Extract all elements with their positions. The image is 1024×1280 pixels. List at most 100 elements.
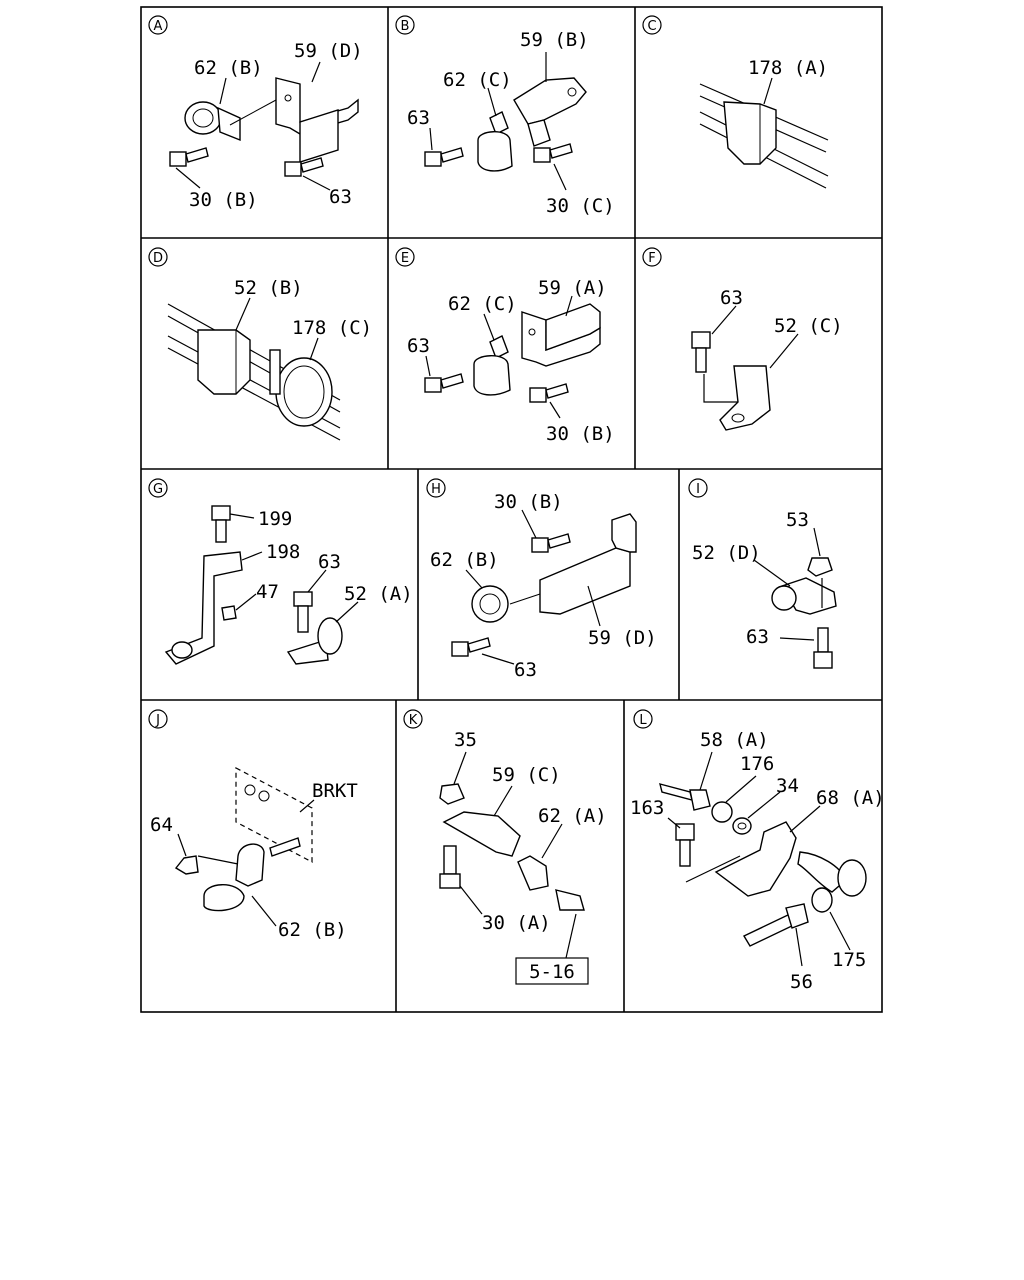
- bracket-59d: [539, 547, 631, 615]
- panel-l-letter: L: [639, 713, 647, 728]
- bracket-59d-leg: [299, 109, 339, 163]
- label-198: 198: [266, 541, 300, 563]
- bolt-63: [813, 627, 833, 669]
- label-53: 53: [786, 509, 809, 531]
- panel-c: C 178 (A): [642, 15, 829, 189]
- bracket-198: [164, 551, 243, 665]
- panel-a-letter: A: [154, 19, 163, 34]
- bolt-63: [424, 373, 464, 393]
- label-62c: 62 (C): [443, 69, 512, 91]
- bracket-68a: [714, 821, 797, 897]
- panel-k-marker: [403, 709, 423, 729]
- label-62c: 62 (C): [448, 293, 517, 315]
- label-63: 63: [407, 335, 430, 357]
- label-62b: 62 (B): [194, 57, 263, 79]
- clamp-52b: [197, 329, 251, 395]
- label-63: 63: [329, 186, 352, 208]
- bolt-63: [284, 157, 324, 177]
- washer-34: [732, 817, 752, 835]
- bolt-30c: [533, 143, 573, 163]
- clip-62c: [489, 111, 509, 135]
- panel-b-letter: B: [401, 19, 410, 34]
- nut-53: [807, 557, 833, 577]
- label-58a: 58 (A): [700, 729, 769, 751]
- panel-i: I 53 52 (D) 63: [688, 478, 837, 669]
- nut-47: [221, 605, 237, 621]
- bolt-63: [424, 147, 464, 167]
- panel-d-marker: [148, 247, 168, 267]
- rubber-clamp-62b: [471, 585, 509, 623]
- diagram-grid: [140, 6, 883, 1013]
- panel-l-marker: [633, 709, 653, 729]
- label-47: 47: [256, 581, 279, 603]
- label-52a: 52 (A): [344, 583, 413, 605]
- label-175: 175: [832, 949, 866, 971]
- label-62a: 62 (A): [538, 805, 607, 827]
- label-68a: 68 (A): [816, 787, 885, 809]
- panel-h: H 30 (B) 62 (B) 59 (D) 63: [426, 478, 657, 681]
- reference-link[interactable]: 5-16: [529, 961, 575, 983]
- label-34: 34: [776, 775, 799, 797]
- nut-64: [174, 855, 199, 875]
- bracket-brkt: [235, 767, 313, 863]
- label-52b: 52 (B): [234, 277, 303, 299]
- bolt-63: [293, 591, 313, 633]
- panel-e-letter: E: [401, 251, 409, 266]
- panel-h-marker: [426, 478, 446, 498]
- label-35: 35: [454, 729, 477, 751]
- panel-g: G 199 198 63 47 52 (A): [148, 478, 413, 665]
- pipe-56: [743, 913, 797, 947]
- label-30a: 30 (A): [482, 912, 551, 934]
- washer-176: [711, 801, 733, 823]
- panel-a: A 62 (B) 59 (D) 30 (B) 63: [148, 15, 363, 211]
- label-brkt: BRKT: [312, 780, 358, 802]
- panel-d-letter: D: [153, 251, 163, 266]
- label-63: 63: [318, 551, 341, 573]
- panel-j-letter: J: [155, 713, 160, 728]
- panel-f-marker: [642, 247, 662, 267]
- label-52c: 52 (C): [774, 315, 843, 337]
- panel-c-marker: [642, 15, 662, 35]
- fitting-58a: [659, 783, 693, 801]
- bolt-30b: [529, 383, 569, 403]
- bolt-stud: [269, 837, 301, 857]
- panel-b: B 59 (B) 62 (C) 63 30 (C): [395, 15, 615, 217]
- label-163: 163: [630, 797, 664, 819]
- label-178a: 178 (A): [748, 57, 828, 79]
- bolt-30a: [439, 845, 461, 889]
- label-63: 63: [407, 107, 430, 129]
- label-30c: 30 (C): [546, 195, 615, 217]
- bolt-163: [675, 823, 695, 867]
- panel-c-letter: C: [647, 19, 656, 34]
- clip-52c: [719, 365, 771, 431]
- clamp-178a: [723, 101, 777, 165]
- bolt-63: [451, 637, 491, 657]
- label-62b: 62 (B): [430, 549, 499, 571]
- panel-h-letter: H: [431, 482, 441, 497]
- panel-i-letter: I: [696, 482, 700, 497]
- panel-d: D 52 (B) 178 (C): [148, 247, 372, 441]
- label-52d: 52 (D): [692, 542, 761, 564]
- panel-g-letter: G: [153, 482, 163, 497]
- label-59d: 59 (D): [588, 627, 657, 649]
- bolt-30b: [531, 533, 571, 553]
- panel-b-marker: [395, 15, 415, 35]
- nut-35: [439, 783, 465, 805]
- bracket-59b: [513, 77, 587, 125]
- bolt-ref: [555, 889, 585, 911]
- label-199: 199: [258, 508, 292, 530]
- label-63: 63: [720, 287, 743, 309]
- label-59c: 59 (C): [492, 764, 561, 786]
- reference-box[interactable]: [515, 957, 589, 985]
- label-59d: 59 (D): [294, 40, 363, 62]
- clip-62b: [235, 843, 265, 887]
- rubber-clamp-62b: [184, 101, 222, 135]
- label-59b: 59 (B): [520, 29, 589, 51]
- bolt-30b: [169, 147, 209, 167]
- bracket-59c: [442, 811, 521, 857]
- panel-f: F 63 52 (C): [642, 247, 843, 431]
- label-30b: 30 (B): [546, 423, 615, 445]
- label-178c: 178 (C): [292, 317, 372, 339]
- label-63: 63: [514, 659, 537, 681]
